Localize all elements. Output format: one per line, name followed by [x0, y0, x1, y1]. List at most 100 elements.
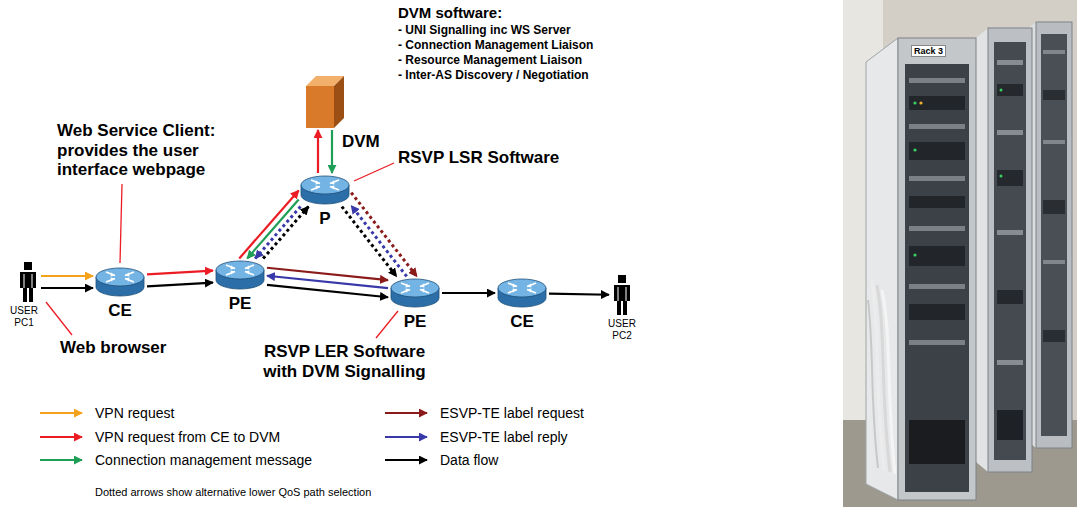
connector-arrow [41, 275, 93, 277]
person-leg [29, 288, 33, 302]
annotation-text: - Inter-AS Discovery / Negotiation [398, 69, 589, 83]
router-top [391, 279, 439, 297]
rack-back-part [1043, 50, 1065, 54]
rack-front-part [882, 290, 895, 474]
user-figure: USER PC2 [611, 275, 633, 315]
rack-back-part [1041, 34, 1067, 436]
leader-line [46, 302, 72, 335]
router-icon [215, 260, 265, 290]
router-arrows [226, 265, 254, 275]
leader-line [354, 163, 394, 181]
legend-text: Connection management message [95, 451, 312, 469]
node-label: USER PC2 [605, 318, 639, 342]
label-anchor: - Connection Management Liaison [398, 39, 593, 53]
router-top [96, 268, 144, 286]
rack-front-part [868, 300, 878, 468]
rack-front-part [866, 38, 898, 500]
label-anchor: RSVP LER Software with DVM Signalling [252, 342, 437, 381]
legend-text: Data flow [440, 451, 498, 469]
connector-arrow [442, 292, 495, 294]
router-icon [497, 278, 547, 308]
rack-back-part [1043, 90, 1065, 100]
rack-front-part [909, 142, 965, 160]
legend-entry: VPN request [95, 404, 174, 422]
leader-line [376, 311, 398, 338]
rack-front-part [909, 96, 965, 110]
legend-line [385, 459, 427, 461]
annotation-text: Web Service Client: provides the user in… [57, 121, 247, 180]
annotation-text: RSVP LER Software with DVM Signalling [252, 342, 437, 381]
note-text: Dotted arrows show alternative lower QoS… [95, 486, 371, 499]
node-label: CE [510, 312, 534, 332]
connector-arrow [247, 200, 298, 259]
rack-middle-part [997, 84, 1023, 96]
label-anchor: Web Service Client: provides the user in… [57, 121, 247, 180]
label-anchor: Rack 3 [911, 45, 946, 57]
rack-middle-part [988, 28, 1032, 472]
connector-arrow [263, 207, 308, 259]
rack-middle-part [997, 230, 1023, 235]
rack-back-part [1043, 330, 1065, 342]
router-arrowheads [111, 273, 130, 282]
rack-front-part [909, 340, 965, 345]
legend-entry: ESVP-TE label reply [440, 428, 568, 446]
rack-front-part [913, 253, 916, 256]
label-anchor: - Resource Management Liaison [398, 54, 582, 68]
legend-entry: Connection management message [95, 451, 312, 469]
legend-line [385, 412, 427, 414]
connector-arrow [41, 287, 93, 289]
router-arrowheads [406, 284, 425, 293]
legend-text: ESVP-TE label request [440, 404, 584, 422]
rack-middle-part [997, 130, 1023, 135]
legend-line [40, 436, 82, 438]
rack-front-part [909, 284, 965, 289]
leader-line [120, 184, 122, 263]
router-arrowheads [231, 266, 250, 275]
router-node: P [300, 175, 350, 205]
legend-text: ESVP-TE label reply [440, 428, 568, 446]
person-leg [617, 301, 621, 315]
rack-back-part [1043, 140, 1065, 144]
router-node: PE [390, 278, 440, 308]
label-anchor: - UNI Signalling inc WS Server [398, 24, 571, 38]
label-anchor: DVM software: [398, 4, 502, 21]
annotation-text: - Resource Management Liaison [398, 54, 582, 68]
person-body [614, 285, 630, 301]
legend-text: VPN request [95, 404, 174, 422]
rack-front [866, 38, 976, 500]
rack-front-part [909, 304, 965, 320]
connector-arrow [267, 285, 388, 297]
rack-front-part [913, 101, 916, 104]
annotation-text: - Connection Management Liaison [398, 39, 593, 53]
person-head [618, 275, 626, 283]
node-label: DVM [342, 132, 380, 152]
router-node: PE [215, 260, 265, 290]
rack-front-part [909, 124, 965, 129]
photo-wall [843, 0, 1077, 507]
label-anchor: Web browser [60, 338, 166, 358]
legend-line [40, 459, 82, 461]
legend-entry: VPN request from CE to DVM [95, 428, 280, 446]
rack-front-part [909, 226, 965, 231]
rack-back [1026, 22, 1072, 448]
connector-arrow [331, 130, 333, 173]
router-node: CE [497, 278, 547, 308]
router-top [301, 176, 349, 194]
person-leg [623, 301, 627, 315]
person-arms [618, 287, 626, 301]
rack-middle-part [997, 60, 1023, 65]
node-label: P [319, 209, 330, 229]
router-arrows [311, 180, 339, 190]
connector-arrow [351, 206, 406, 277]
connector-arrow [255, 207, 300, 259]
rack-middle [976, 28, 1032, 472]
legend-line [385, 436, 427, 438]
person-head [24, 262, 32, 270]
annotation-text: RSVP LSR Software [398, 148, 559, 168]
rack-photo [843, 0, 1077, 507]
connector-arrow [342, 207, 397, 277]
rack-front-part [909, 246, 965, 266]
router-node: CE [95, 267, 145, 297]
user-figure: USER PC1 [17, 262, 39, 302]
